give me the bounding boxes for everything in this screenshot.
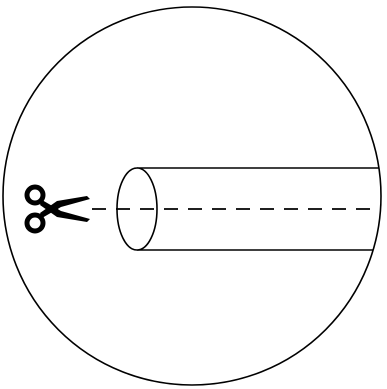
scissors-upper-ring — [27, 187, 43, 203]
scissors-lower-ring — [27, 215, 43, 231]
scissors-pivot — [52, 206, 58, 212]
circular-inset-frame — [3, 7, 381, 385]
